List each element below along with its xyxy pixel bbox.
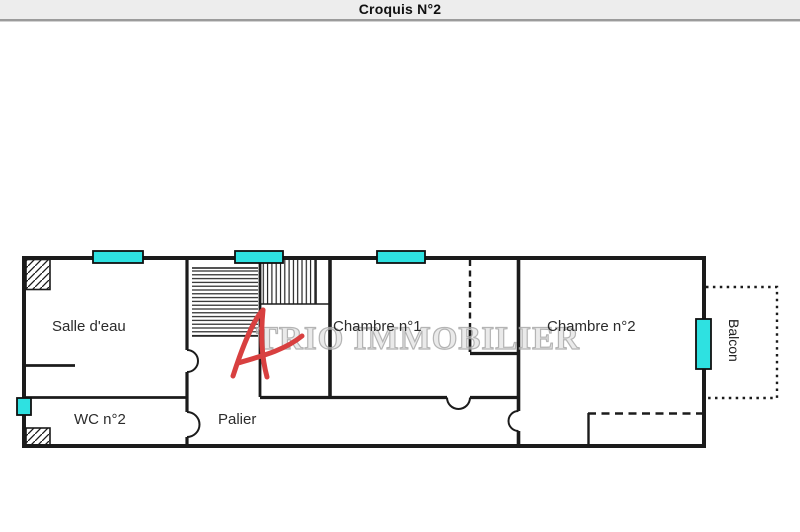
room-label-salle-deau: Salle d'eau [52, 318, 126, 335]
room-label-balcon: Balcon [726, 319, 742, 362]
window-icon [234, 250, 284, 264]
watermark-red-a-icon [230, 307, 305, 380]
duct-hatch-boxes [25, 258, 51, 446]
watermark-text: TRIO IMMOBILIER [255, 320, 580, 357]
room-label-chambre-2: Chambre n°2 [547, 318, 636, 335]
window-markers [16, 250, 712, 416]
staircase [192, 260, 330, 337]
page-title: Croquis N°2 [358, 1, 442, 17]
window-icon [92, 250, 144, 264]
room-label-wc: WC n°2 [74, 411, 126, 428]
balcony-outline [706, 285, 779, 400]
balcony-door-icon [695, 318, 712, 370]
interior-walls [24, 258, 702, 446]
window-icon [16, 397, 32, 416]
room-label-palier: Palier [218, 411, 257, 428]
title-bar: Croquis N°2 [0, 0, 800, 21]
room-label-chambre-1: Chambre n°1 [333, 318, 422, 335]
door-arcs [186, 349, 519, 438]
window-icon [376, 250, 426, 264]
